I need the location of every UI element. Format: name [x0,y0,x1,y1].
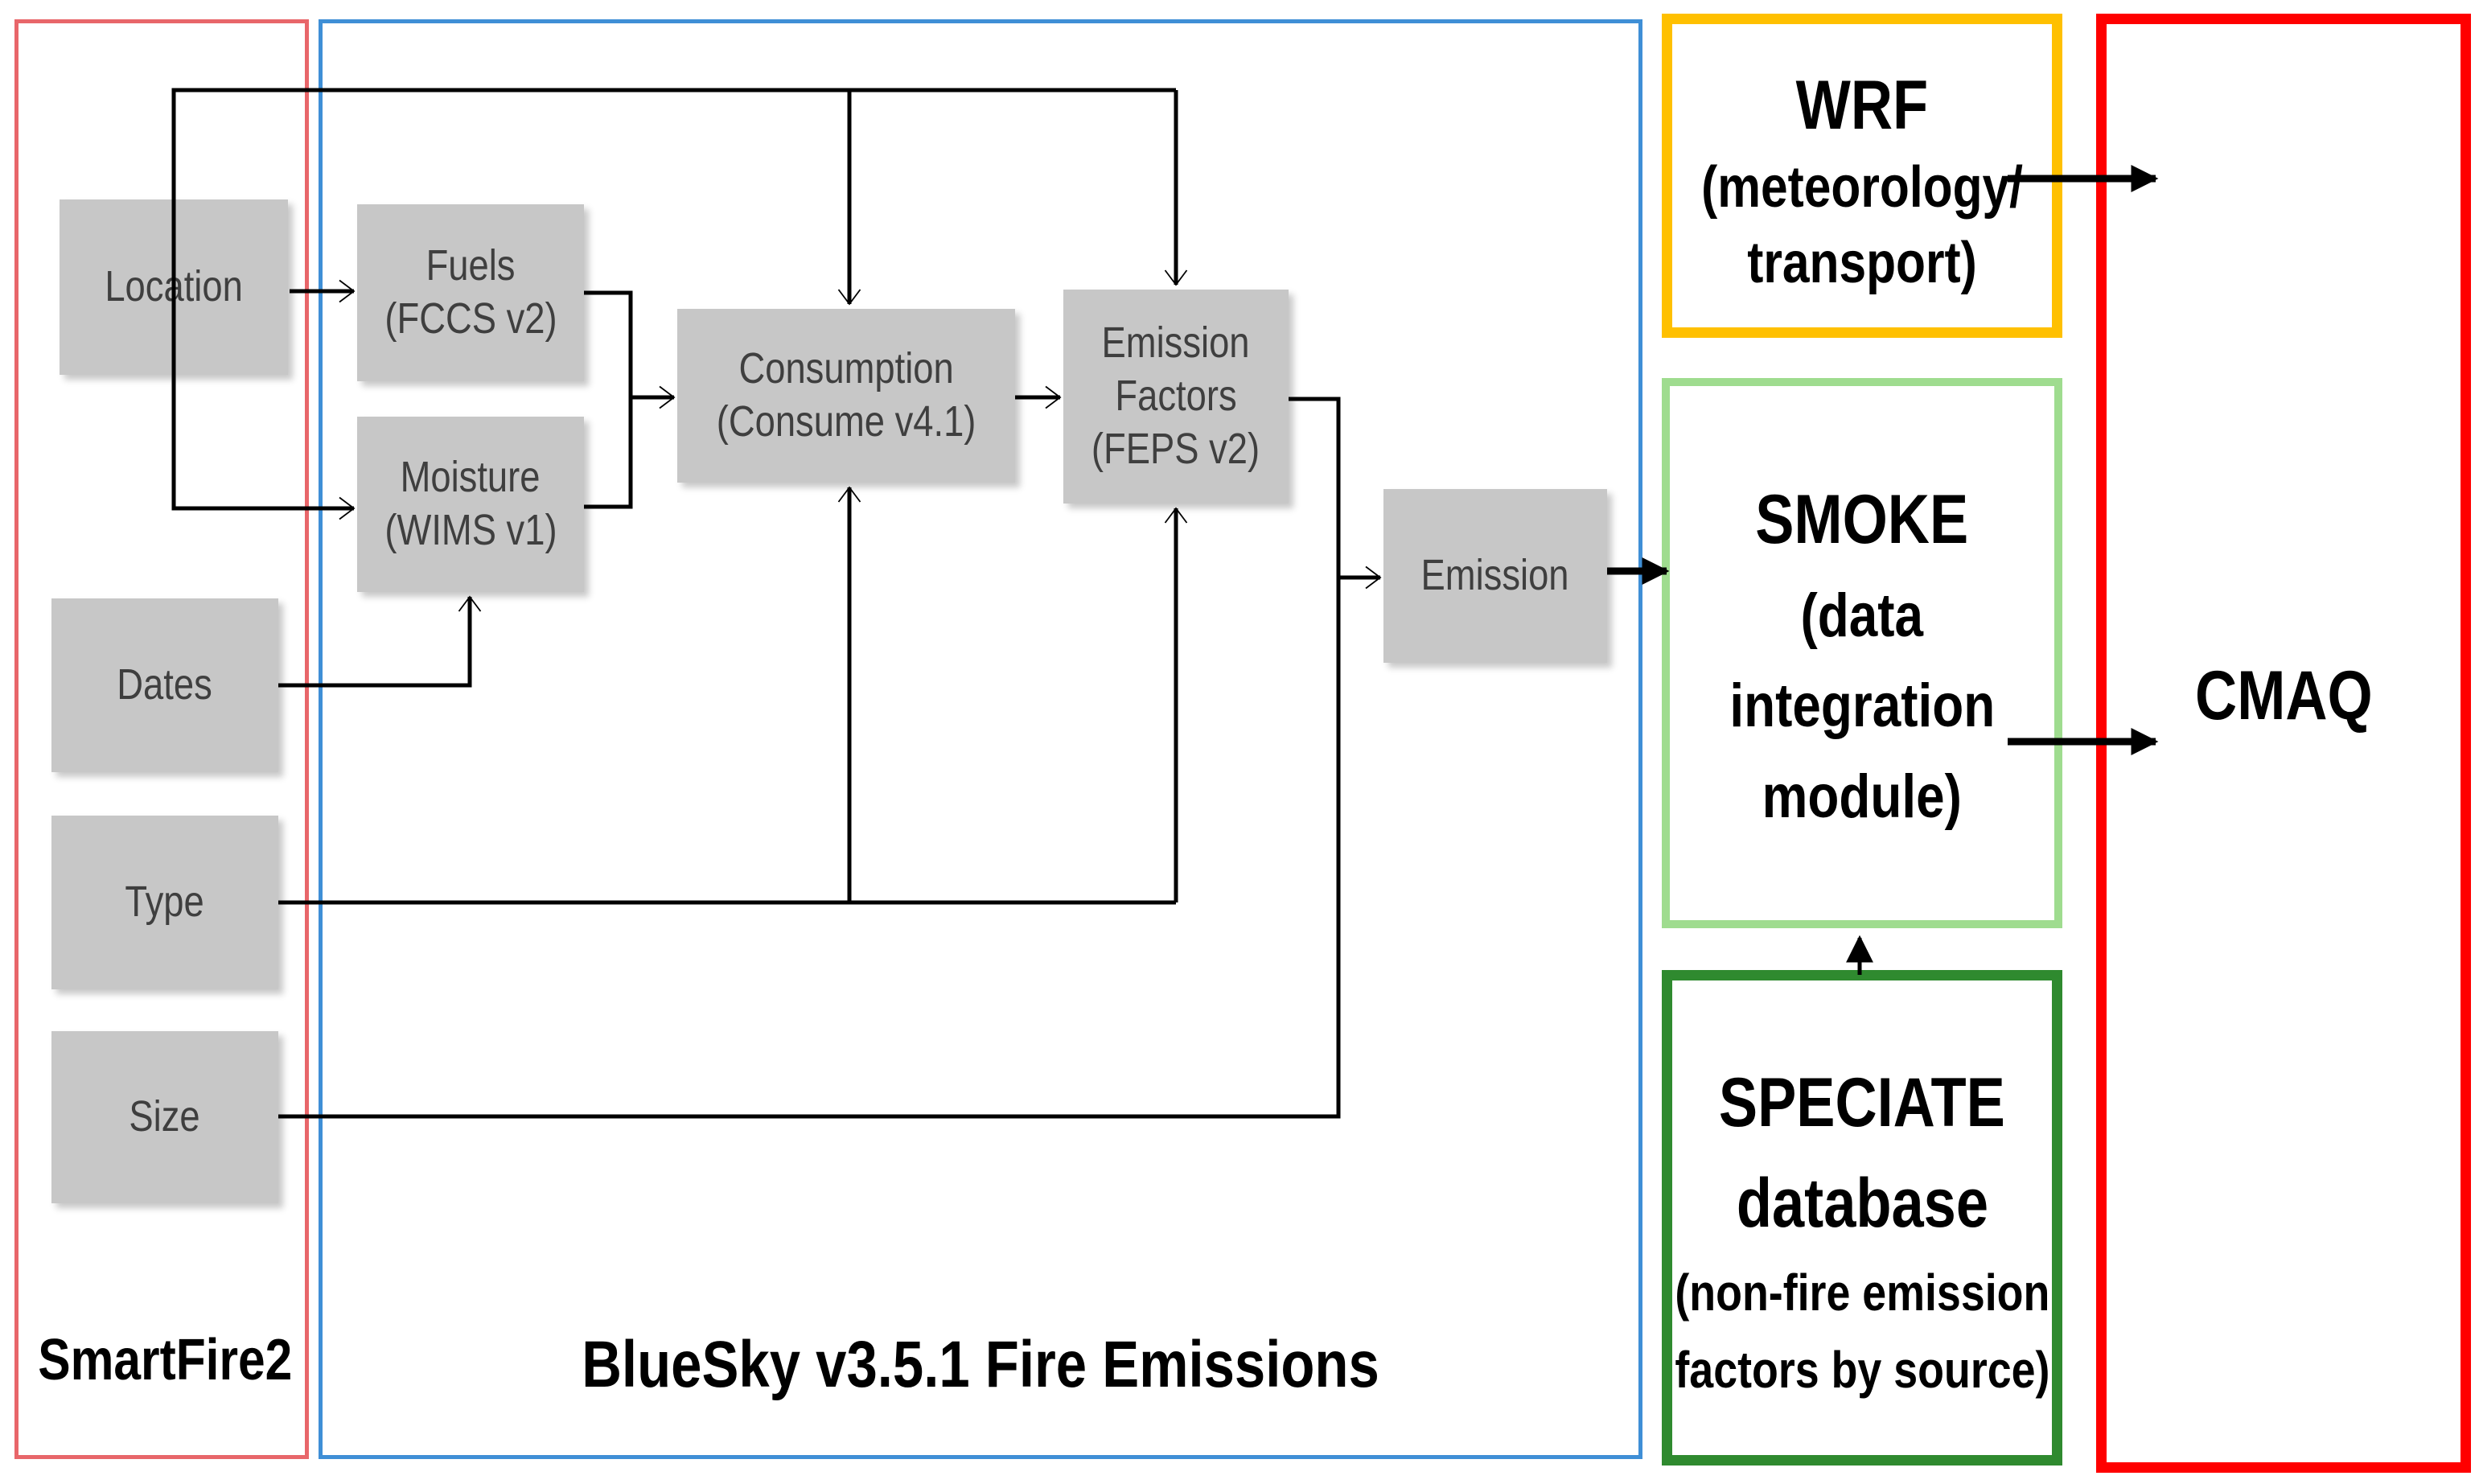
arrow-dates-moisture [278,595,482,688]
line-fuels-merge [584,290,633,509]
line-top-bus [171,88,1176,199]
bluesky-title: BlueSky v3.5.1 Fire Emissions [582,1328,1379,1401]
speciate-description-1: database [1736,1165,1988,1242]
dates-label: Dates [117,660,213,709]
connector-lines [171,88,1382,1119]
arrow-location-moisture [171,199,356,520]
smoke-description-3: module) [1762,762,1963,831]
moisture-node: Moisture (WIMS v1) [357,417,584,592]
speciate-group [1662,970,2062,1466]
fuels-label: Fuels [426,241,516,290]
size-label: Size [129,1092,201,1141]
type-label: Type [125,878,205,927]
emission-factors-label-2: Factors [1115,372,1237,421]
consumption-label: Consumption [738,344,954,393]
moisture-sublabel: (WIMS v1) [384,506,557,554]
bold-connectors [1607,165,2159,755]
fuels-sublabel: (FCCS v2) [384,294,557,343]
moisture-label: Moisture [401,453,541,502]
emission-factors-sublabel: (FEPS v2) [1092,424,1260,473]
smartfire-group [14,19,309,1459]
consumption-node: Consumption (Consume v4.1) [677,309,1015,483]
emission-factors-label: Emission [1101,319,1251,368]
cmaq-text: CMAQ [2096,643,2471,748]
speciate-description-3: factors by source) [1674,1340,2050,1399]
smoke-group [1662,378,2062,928]
smoke-title: SMOKE [1755,480,1969,558]
bluesky-group [319,19,1642,1459]
line-emission-factors-bus [278,397,1341,1119]
cmaq-title: CMAQ [2194,656,2373,734]
cmaq-group [2096,14,2471,1473]
smoke-description-2: integration [1729,672,1995,741]
fuels-node: Fuels (FCCS v2) [357,204,584,381]
wrf-title: WRF [1795,66,1929,144]
smoke-description-1: (data [1800,581,1924,650]
consumption-sublabel: (Consume v4.1) [716,397,976,446]
dates-node: Dates [51,598,278,772]
emission-factors-node: Emission Factors (FEPS v2) [1063,290,1289,504]
emission-label: Emission [1420,551,1570,600]
type-node: Type [51,816,278,989]
smartfire-title: SmartFire2 [38,1328,293,1392]
wrf-description-2: transport) [1747,230,1977,295]
wrf-text: WRF (meteorology/ transport) [1662,48,2062,314]
speciate-text: SPECIATE database (non-fire emission fac… [1662,1054,2062,1408]
smoke-text: SMOKE (data integration module) [1662,475,2062,837]
speciate-description-2: (non-fire emission [1675,1263,2049,1322]
speciate-title: SPECIATE [1719,1064,2005,1142]
emission-node: Emission [1383,489,1607,663]
wrf-description-1: (meteorology/ [1701,155,2023,220]
size-node: Size [51,1031,278,1203]
